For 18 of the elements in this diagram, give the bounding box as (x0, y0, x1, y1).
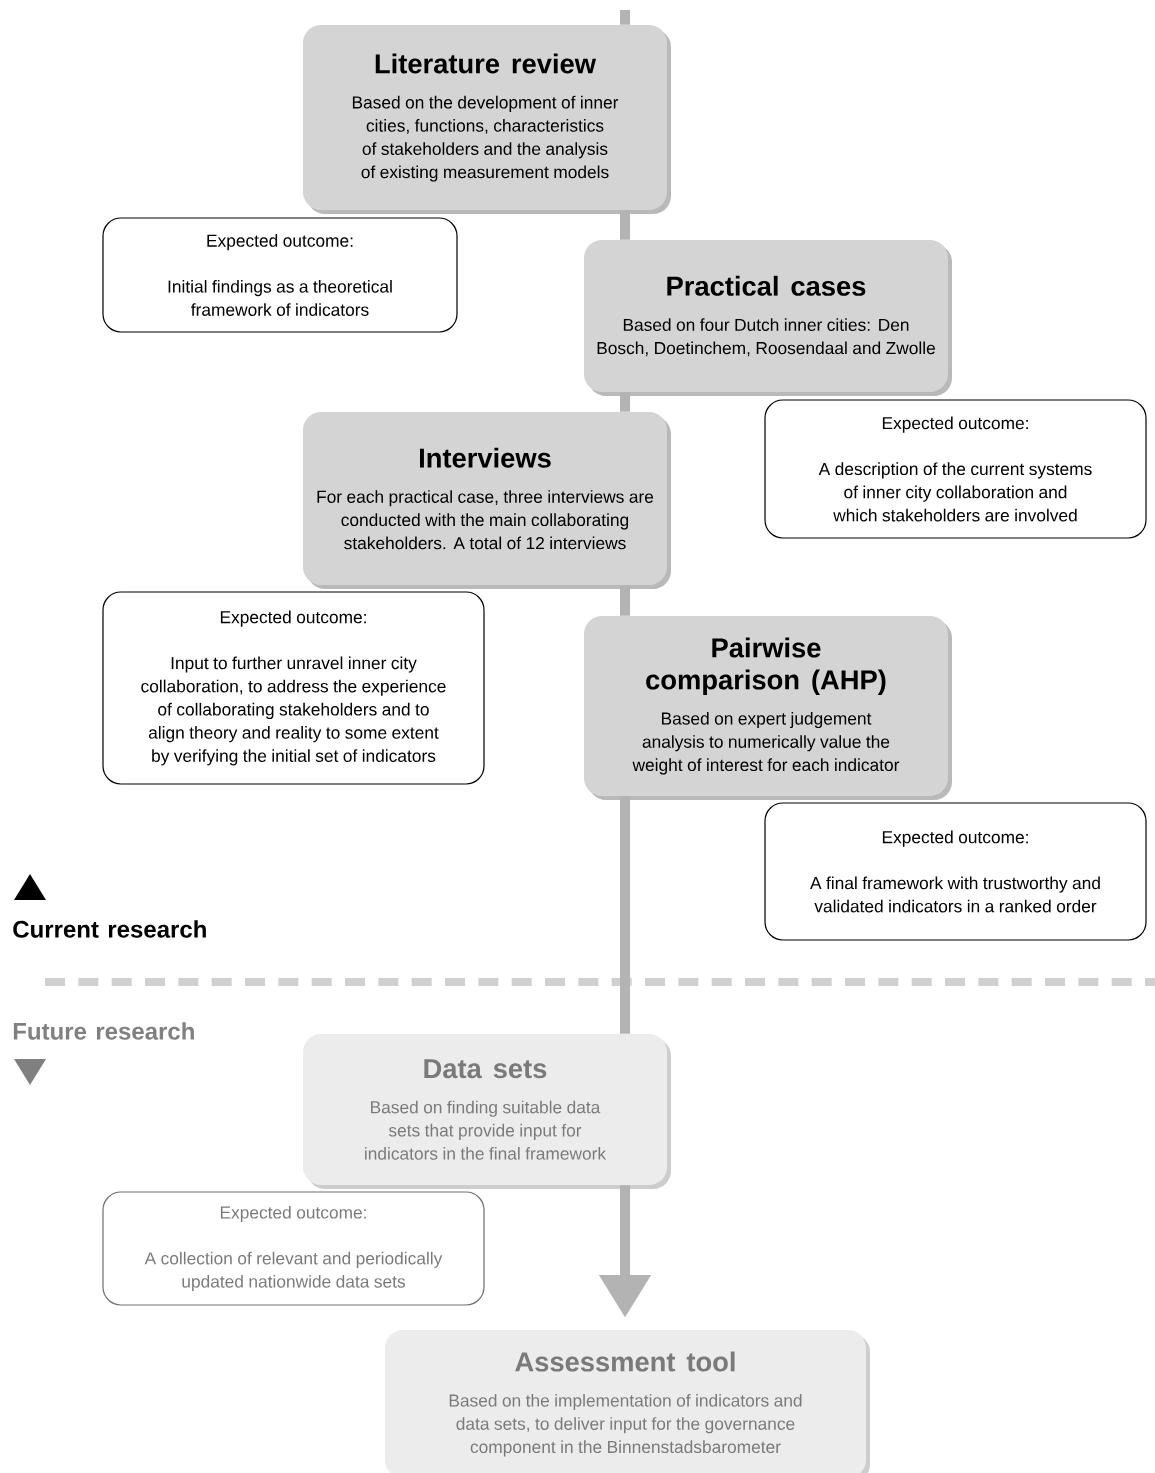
outcome-box: Expected outcome: Initial findings as a theoretical framework of indicators (102, 217, 458, 333)
timeline-line (620, 392, 630, 412)
timeline-line (620, 10, 630, 25)
process-box: Literature review Based on the development of inner cities, functions, characteristics of stakeholders and the analysis of existing measurement models (303, 25, 671, 214)
section-label: Future research (13, 1022, 194, 1040)
outcome-box: Expected outcome: A description of the current systems of inner city collaboration and which stakeholders are involved (764, 399, 1147, 539)
timeline-line (620, 210, 630, 240)
timeline-line (620, 585, 630, 616)
process-box: Assessment tool Based on the implementation of indicators and data sets, to deliver input for the governance component in the Binnenstadsbarometer (385, 1330, 870, 1473)
timeline-line (620, 796, 630, 1034)
process-box: Data sets Based on finding suitable data sets that provide input for indicators in the final framework (303, 1034, 671, 1189)
process-box: Interviews For each practical case, three interviews are conducted with the main collaborating stakeholders. A total of 12 interviews (303, 412, 671, 589)
process-box: Practical cases Based on four Dutch inner cities: Den Bosch, Doetinchem, Roosendaal and Zwolle (584, 240, 952, 396)
outcome-box: Expected outcome: Input to further unravel inner city collaboration, to address the experience of collaborating stakeholders and to align theory and reality to some extent by verifying the initial set of indicators (102, 591, 485, 785)
outcome-box: Expected outcome: A collection of relevant and periodically updated nationwide data sets (102, 1191, 485, 1306)
process-box: Pairwise comparison (AHP) Based on expert judgement analysis to numerically value the weight of interest for each indicator (584, 616, 952, 800)
outcome-box: Expected outcome: A final framework with trustworthy and validated indicators in a ranked order (764, 802, 1147, 941)
section-label: Current research (13, 920, 206, 938)
